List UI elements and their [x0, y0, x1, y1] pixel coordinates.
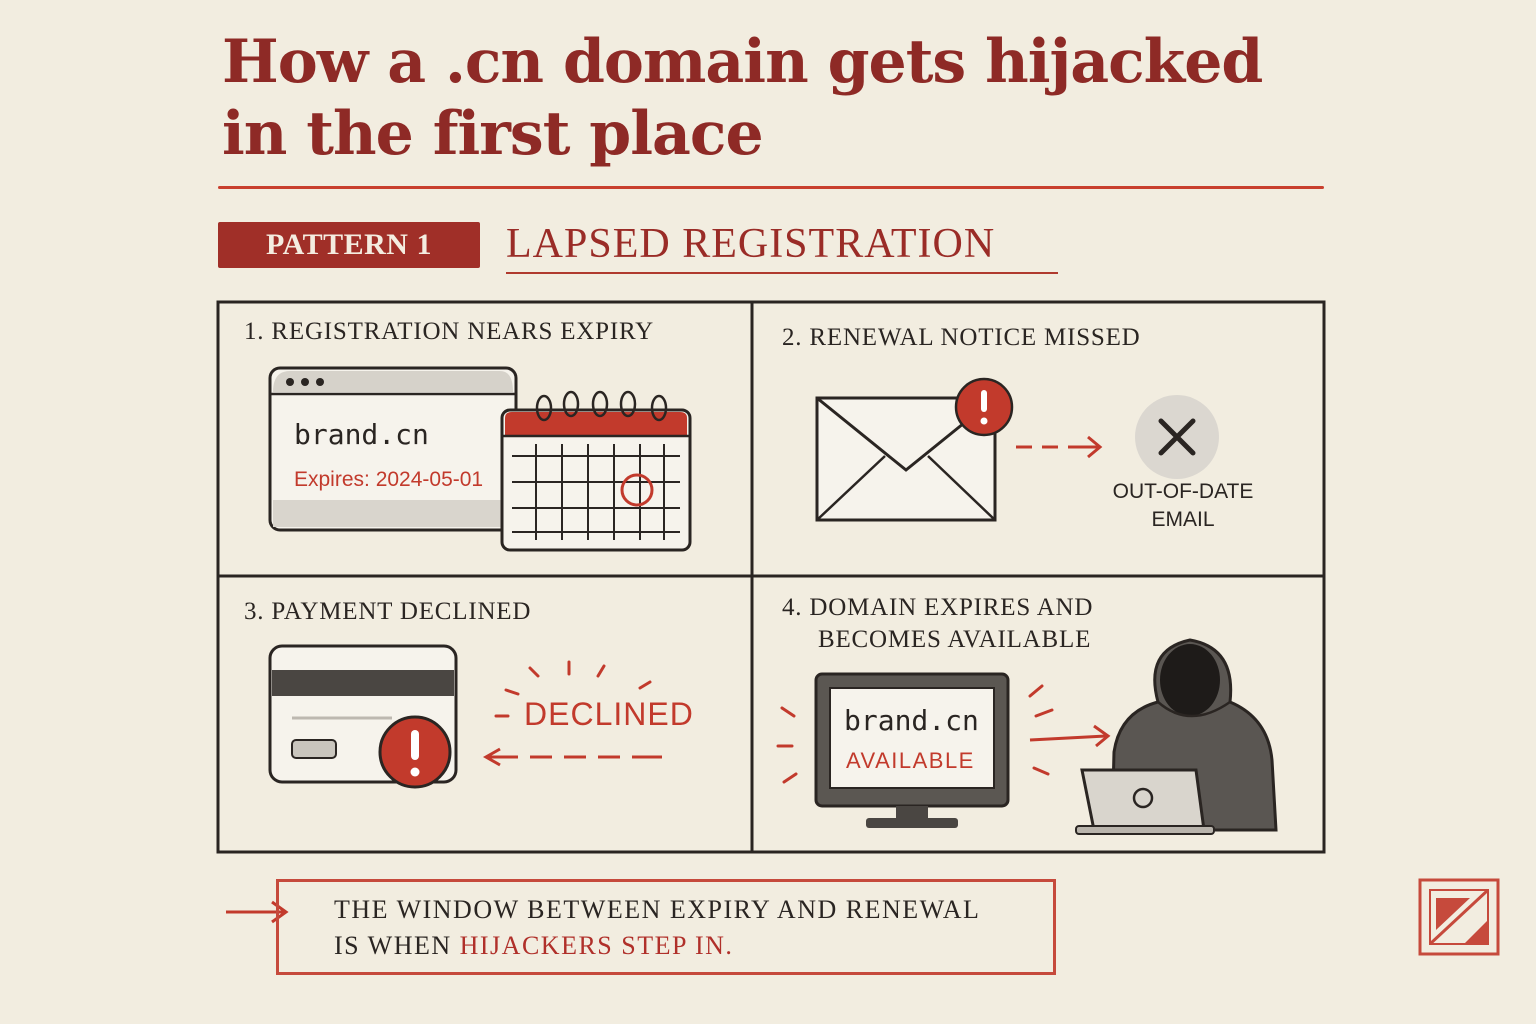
- callout-prefix: IS WHEN: [334, 931, 460, 960]
- calendar-icon: [500, 390, 692, 552]
- pattern-underline: [506, 272, 1058, 274]
- title-line-2: in the first place: [222, 99, 764, 169]
- page-title: How a .cn domain gets hijacked in the fi…: [222, 26, 1322, 170]
- browser-window-icon: [268, 366, 518, 532]
- arrow-icon: [1016, 435, 1103, 459]
- callout-line-2: IS WHEN HIJACKERS STEP IN.: [334, 931, 733, 961]
- email-status-line-2: EMAIL: [1151, 508, 1215, 531]
- panel-3-label: 3. PAYMENT DECLINED: [244, 598, 532, 625]
- title-line-1: How a .cn domain gets hijacked: [222, 27, 1263, 97]
- alert-icon: [378, 715, 452, 789]
- panel-4-label-line-1: 4. DOMAIN EXPIRES AND: [782, 594, 1094, 621]
- availability-status: AVAILABLE: [846, 748, 975, 773]
- panel-grid: [216, 300, 1326, 854]
- callout-line-1: THE WINDOW BETWEEN EXPIRY AND RENEWAL: [334, 895, 981, 924]
- laptop-icon: [1075, 768, 1215, 835]
- pattern-badge: PATTERN 1: [218, 222, 480, 268]
- stamp-icon: [1418, 878, 1500, 956]
- panel-4-label-line-2: BECOMES AVAILABLE: [818, 626, 1092, 653]
- email-status: OUT-OF-DATE EMAIL: [1098, 478, 1268, 534]
- panel-1-label: 1. REGISTRATION NEARS EXPIRY: [244, 318, 654, 345]
- arrow-icon: [482, 747, 662, 767]
- signal-lines: [776, 684, 1054, 784]
- monitor-icon: [814, 672, 1010, 828]
- decline-burst: [494, 660, 652, 718]
- pattern-name: LAPSED REGISTRATION: [506, 221, 996, 267]
- callout-highlight: HIJACKERS STEP IN.: [459, 931, 734, 960]
- title-underline: [218, 186, 1324, 189]
- callout-box: [276, 879, 1056, 975]
- payment-status: DECLINED: [524, 696, 694, 732]
- panel-2-label: 2. RENEWAL NOTICE MISSED: [782, 324, 1141, 351]
- email-status-line-1: OUT-OF-DATE: [1112, 480, 1254, 503]
- domain-name: brand.cn: [294, 418, 429, 451]
- expiry-date: Expires: 2024-05-01: [294, 468, 484, 491]
- alert-icon: [954, 377, 1014, 437]
- x-mark-icon: [1135, 395, 1219, 479]
- arrow-icon: [1029, 724, 1111, 748]
- domain-name: brand.cn: [844, 704, 979, 737]
